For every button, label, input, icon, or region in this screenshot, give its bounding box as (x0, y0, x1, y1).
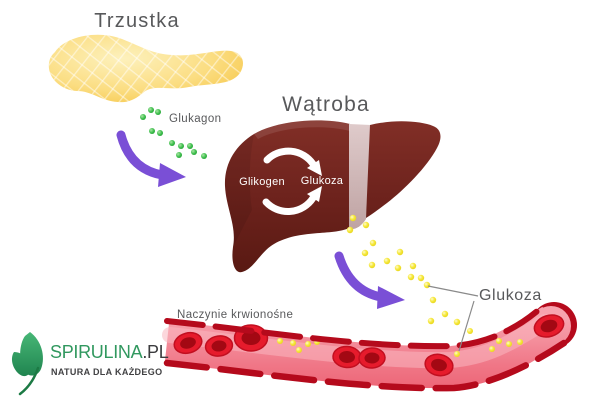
vessel-wall-bottom (163, 339, 568, 392)
logo-tagline: NATURA DLA KAŻDEGO (51, 367, 163, 377)
blood-vessel-label: Naczynie krwionośne (177, 309, 294, 321)
glucose-dots-released (346, 214, 461, 326)
logo-leaf-icon (11, 332, 43, 396)
glycogen-glucose-cycle-arrows (262, 147, 322, 215)
liver-illustration (224, 120, 441, 273)
glycogen-cycle-label: Glikogen (239, 176, 285, 188)
glucagon-dots (140, 107, 207, 159)
glucose-blood-label: Glukoza (479, 287, 542, 304)
glucose-callout-lines (427, 285, 479, 352)
logo-brand: SPIRULINA (50, 342, 143, 362)
blood-vessel-illustration (162, 302, 577, 392)
arrow-liver-to-blood (334, 251, 405, 309)
pancreas-illustration (48, 34, 243, 103)
glucose-cycle-label: Glukoza (300, 175, 344, 187)
liver-ligament-band (349, 124, 371, 230)
vessel-wall-top (164, 304, 545, 350)
logo-brand-suffix: .PL (142, 342, 169, 362)
arrow-pancreas-to-liver (116, 130, 186, 187)
glucagon-label: Glukagon (169, 113, 222, 125)
pancreas-texture (48, 34, 243, 103)
logo-wordmark: SPIRULINA.PL (50, 342, 169, 363)
liver-title: Wątroba (282, 93, 370, 116)
pancreas-title: Trzustka (94, 10, 180, 32)
